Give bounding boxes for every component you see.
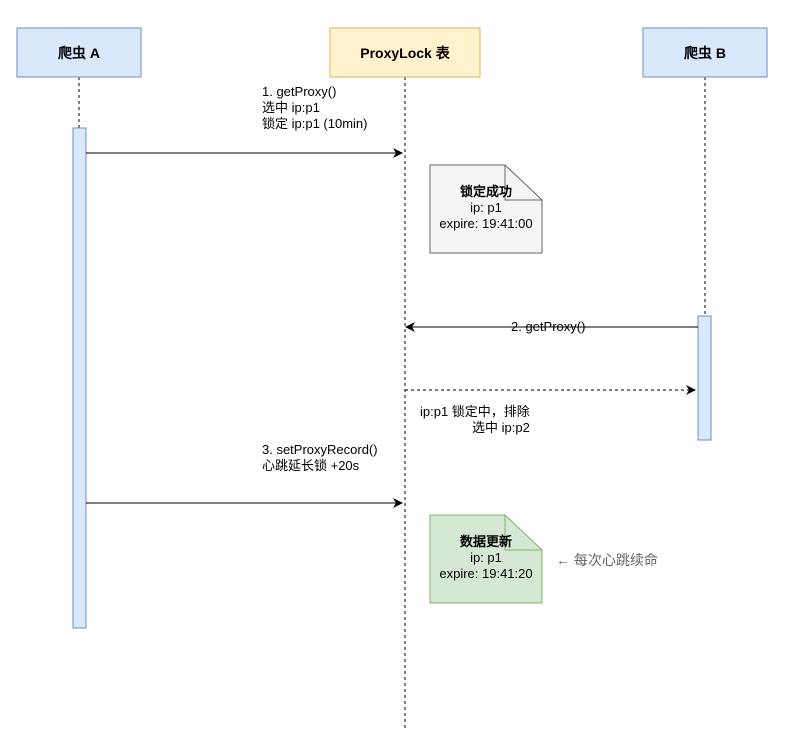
note-updated-line1: ip: p1 [470,550,502,565]
note-locked-line2: expire: 19:41:00 [439,216,533,231]
message-1-line1: 1. getProxy() [262,84,337,99]
message-3-label: 3. setProxyRecord() 心跳延长锁 +20s [262,442,378,474]
actor-b-label: 爬虫 B [684,45,726,61]
note-updated-fold [504,515,542,551]
actor-b-box[interactable] [642,27,768,78]
message-1-label: 1. getProxy() 选中 ip:p1 锁定 ip:p1 (10min) [262,84,367,132]
note-updated-line2: expire: 19:41:20 [439,566,533,581]
message-3-line1: 3. setProxyRecord() [262,442,378,457]
activation-b [697,315,712,441]
note-locked-line1: ip: p1 [470,200,502,215]
note-locked-shape [429,164,543,254]
activation-a [72,127,87,629]
actor-a-box[interactable] [16,27,142,78]
note-updated-title: 数据更新 [459,534,512,549]
message-2-reply-line1: ip:p1 锁定中，排除 [420,404,530,419]
message-2-reply-label: ip:p1 锁定中，排除 选中 ip:p2 [420,404,530,436]
message-2-label: 2. getProxy() [511,319,586,334]
message-1-line3: 锁定 ip:p1 (10min) [262,116,368,131]
actor-a-label: 爬虫 A [58,45,100,61]
message-2-reply-line2: 选中 ip:p2 [472,420,530,435]
note-updated-shape [429,514,543,604]
actor-proxy-label: ProxyLock 表 [360,45,450,61]
note-locked-text: 锁定成功 ip: p1 expire: 19:41:00 [430,184,542,232]
note-locked-fold [504,165,542,201]
note-locked-title: 锁定成功 [459,184,512,199]
message-3-line2: 心跳延长锁 +20s [262,458,360,473]
actor-proxy-box[interactable] [329,27,481,78]
heartbeat-side-note: ← 每次心跳续命 [556,552,658,568]
message-1-line2: 选中 ip:p1 [262,100,320,115]
note-updated-text: 数据更新 ip: p1 expire: 19:41:20 [430,534,542,582]
